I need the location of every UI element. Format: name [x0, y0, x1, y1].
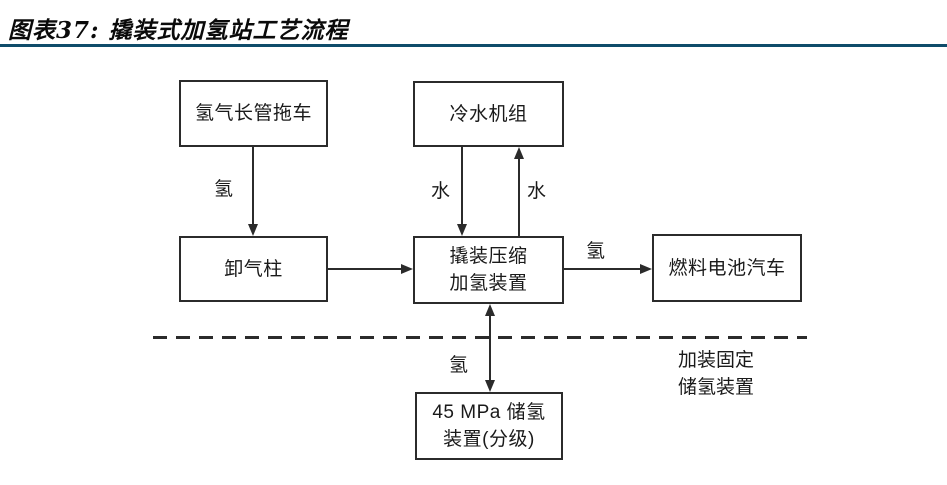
node-45mpa-hydrogen-storage: 45 MPa 储氢 装置(分级) — [415, 392, 563, 460]
arrow-right-icon — [401, 264, 413, 274]
arrow-water-return-line — [518, 159, 520, 236]
dashed-boundary-line — [153, 336, 807, 339]
flow-label-hydrogen-to-storage: 氢 — [449, 355, 469, 376]
arrow-compressor-to-vehicle-line — [563, 268, 640, 270]
arrow-down-icon — [248, 224, 258, 236]
node-skid-compression-refueling-unit: 撬装压缩 加氢装置 — [413, 236, 564, 304]
figure-title: 图表37: 撬装式加氢站工艺流程 — [8, 17, 349, 44]
title-divider-line — [0, 44, 947, 47]
arrow-down-icon — [485, 380, 495, 392]
flow-label-hydrogen: 氢 — [214, 179, 234, 200]
node-label: 冷水机组 — [449, 103, 528, 125]
arrow-up-icon — [485, 304, 495, 316]
arrow-up-icon — [514, 147, 524, 159]
arrow-down-icon — [457, 224, 467, 236]
node-label: 氢气长管拖车 — [194, 103, 312, 124]
node-label: 45 MPa 储氢 装置(分级) — [432, 402, 546, 450]
node-label: 燃料电池汽车 — [668, 257, 786, 279]
flow-label-water-return: 水 — [527, 181, 547, 202]
node-label: 撬装压缩 加氢装置 — [449, 246, 528, 294]
arrow-water-supply-line — [461, 147, 463, 224]
flow-label-hydrogen-to-vehicle: 氢 — [586, 241, 606, 262]
flow-label-water-supply: 水 — [431, 181, 451, 202]
node-chilled-water-unit: 冷水机组 — [413, 81, 564, 147]
node-hydrogen-tube-trailer: 氢气长管拖车 — [179, 80, 328, 147]
node-gas-unloading-column: 卸气柱 — [179, 236, 328, 302]
node-fuel-cell-vehicle: 燃料电池汽车 — [652, 234, 802, 302]
arrow-compressor-storage-line — [489, 314, 491, 382]
arrow-right-icon — [640, 264, 652, 274]
annotation-fixed-storage: 加装固定 储氢装置 — [677, 350, 754, 398]
arrow-unloading-to-compressor-line — [328, 268, 403, 270]
arrow-trailer-to-unloading-line — [252, 146, 254, 226]
node-label: 卸气柱 — [224, 258, 283, 280]
